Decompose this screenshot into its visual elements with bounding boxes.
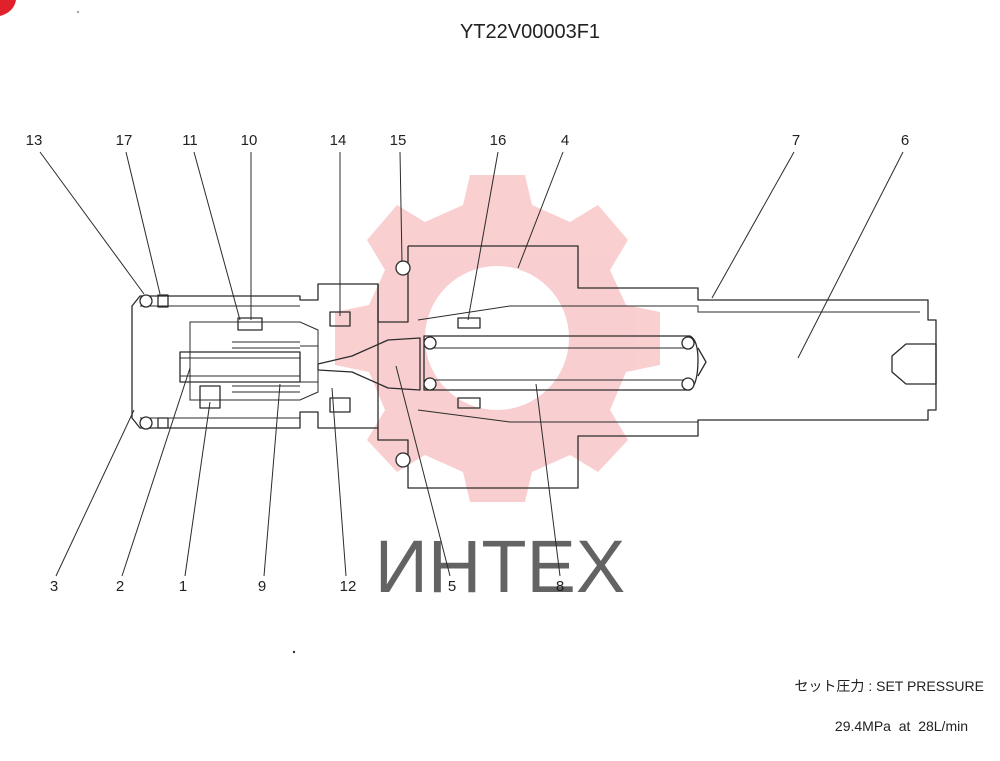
valve-assembly — [131, 245, 937, 489]
callout-13: 13 — [26, 132, 43, 149]
set-pressure-label: セット圧力 : SET PRESSURE — [794, 678, 984, 694]
watermark-gear-icon — [335, 175, 660, 502]
callouts-top: 13 17 11 10 14 15 16 4 7 6 — [26, 132, 909, 359]
callout-12: 12 — [340, 578, 357, 595]
callout-7: 7 — [792, 132, 800, 149]
callout-4: 4 — [561, 132, 569, 149]
callout-11: 11 — [182, 132, 198, 149]
callout-16: 16 — [490, 132, 507, 149]
corner-logo — [0, 0, 16, 16]
callout-9: 9 — [258, 578, 266, 595]
callout-15: 15 — [390, 132, 407, 149]
callout-14: 14 — [330, 132, 347, 149]
callout-2: 2 — [116, 578, 124, 595]
set-pressure-value: 29.4MPa at 28L/min — [835, 718, 968, 734]
callout-17: 17 — [116, 132, 133, 149]
callouts-bottom: 3 2 1 9 12 5 8 — [50, 365, 564, 595]
callout-1: 1 — [179, 578, 187, 595]
watermark-text: ИНТЕХ — [375, 525, 626, 608]
callout-6: 6 — [901, 132, 909, 149]
callout-10: 10 — [241, 132, 258, 149]
callout-5: 5 — [448, 578, 456, 595]
drawing-title: YT22V00003F1 — [460, 21, 600, 43]
callout-3: 3 — [50, 578, 58, 595]
callout-8: 8 — [556, 578, 564, 595]
